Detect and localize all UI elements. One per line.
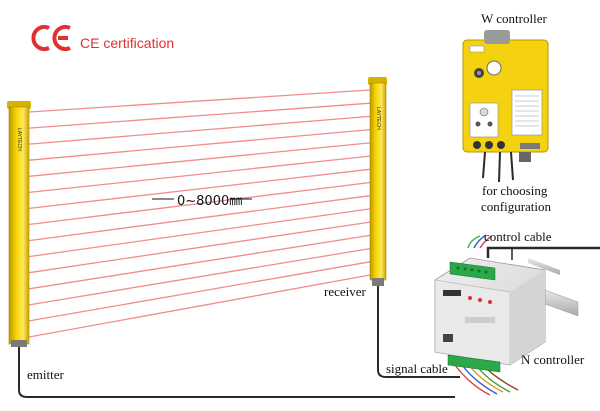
emitter-label: emitter — [27, 367, 64, 382]
ce-logo — [31, 25, 71, 51]
w-controller — [462, 30, 549, 183]
range-label: 0~8000㎜ — [177, 194, 243, 209]
emitter-bar: LAYTECH — [7, 101, 31, 358]
n-controller — [434, 257, 546, 373]
light-beams — [28, 89, 371, 338]
light-beam — [28, 168, 371, 210]
control-cable-label: control cable — [484, 229, 552, 244]
light-beam — [28, 142, 371, 177]
signal-cable-label: signal cable — [386, 361, 448, 376]
light-beam — [28, 128, 371, 161]
light-beam — [28, 221, 371, 274]
light-beam — [28, 155, 371, 194]
svg-text:LAYTECH: LAYTECH — [375, 107, 381, 130]
configuration-label: configuration — [481, 199, 552, 214]
for-choosing-label: for choosing — [482, 183, 548, 198]
cables — [18, 246, 600, 398]
light-beam — [28, 195, 371, 242]
light-beam — [28, 234, 371, 290]
receiver-bar: LAYTECH — [368, 77, 387, 286]
light-beam — [28, 102, 371, 129]
n-controller-label: N controller — [521, 352, 585, 367]
light-beam — [28, 115, 371, 145]
svg-text:LAYTECH: LAYTECH — [16, 128, 22, 151]
light-beam — [28, 247, 371, 306]
light-beam — [28, 89, 371, 113]
light-beam — [28, 261, 371, 322]
light-beam — [28, 181, 371, 226]
light-beam — [28, 208, 371, 258]
ce-certification-text: CE certification — [80, 35, 175, 51]
light-beam — [28, 274, 371, 338]
receiver-label: receiver — [324, 284, 366, 299]
w-controller-label: W controller — [481, 11, 547, 26]
